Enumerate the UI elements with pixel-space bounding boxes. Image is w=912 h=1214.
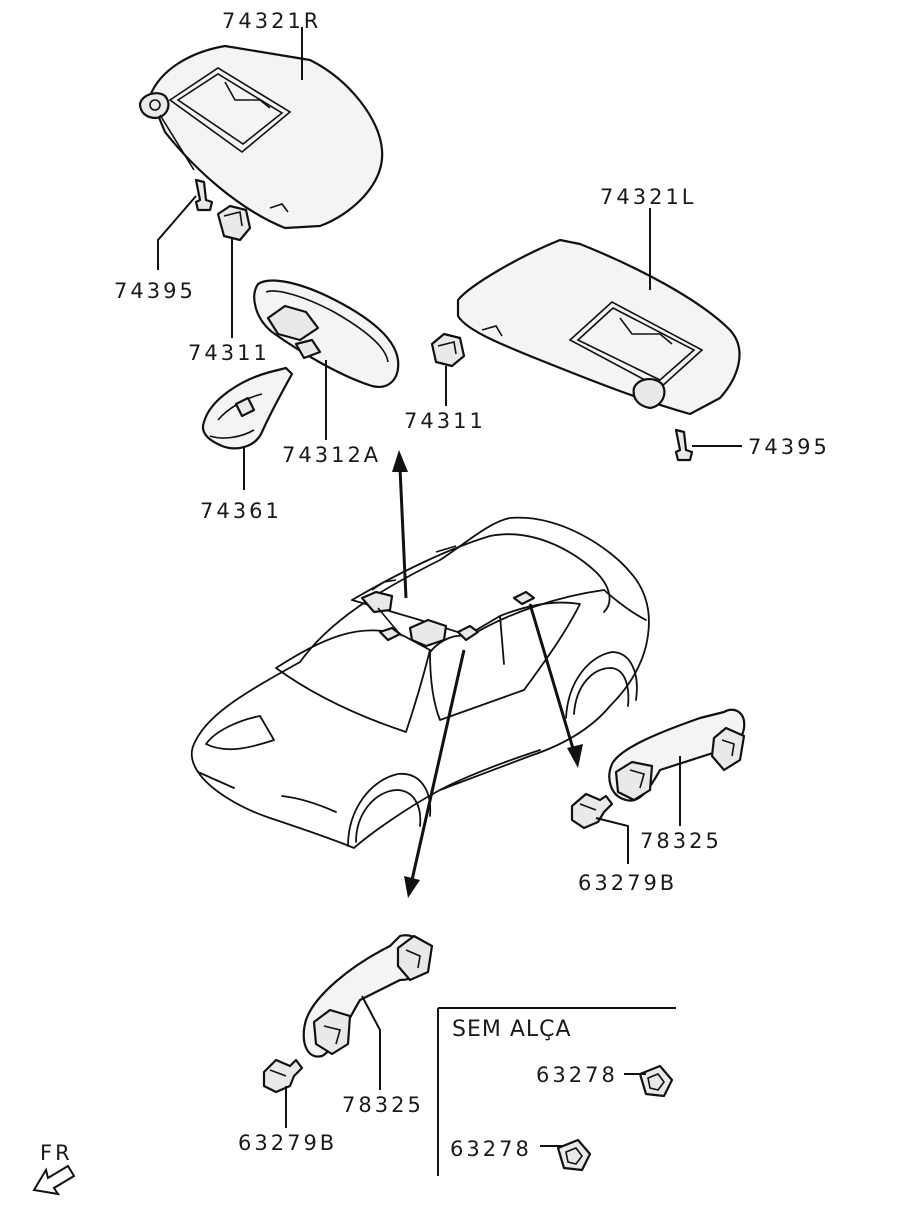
arrow-to-mirror xyxy=(392,450,408,599)
label-63279B-rear: 63279B xyxy=(578,871,677,895)
cap-63278-lower[interactable] xyxy=(556,1138,592,1172)
inset-no-grip: SEM ALÇA 63278 63278 xyxy=(437,1007,676,1176)
label-78325-rear: 78325 xyxy=(640,829,722,853)
car-body xyxy=(190,516,650,849)
front-direction-indicator: FR xyxy=(32,1141,76,1196)
label-74311-right: 74311 xyxy=(188,341,270,365)
sun-visor-right[interactable] xyxy=(138,44,384,230)
label-63278-lower: 63278 xyxy=(450,1137,532,1161)
label-63279B-front: 63279B xyxy=(238,1131,337,1155)
bolt-front[interactable] xyxy=(262,1058,304,1094)
assist-grip-rear[interactable] xyxy=(608,708,746,802)
leader-78325-front xyxy=(361,995,381,1090)
visor-holder-right[interactable] xyxy=(216,204,252,242)
mirror-cover[interactable] xyxy=(201,366,294,450)
screw-right[interactable] xyxy=(194,178,214,212)
label-74321L: 74321L xyxy=(600,185,697,209)
leader-74395-right xyxy=(157,195,197,270)
fr-arrow-icon xyxy=(32,1164,76,1196)
rearview-mirror[interactable] xyxy=(253,279,400,388)
label-74312A: 74312A xyxy=(282,443,381,467)
arrow-to-front-grip xyxy=(404,649,466,898)
label-63278-upper: 63278 xyxy=(536,1063,618,1087)
cap-63278-upper[interactable] xyxy=(638,1064,674,1098)
arrow-to-rear-grip xyxy=(528,603,583,768)
label-78325-front: 78325 xyxy=(342,1093,424,1117)
assist-grip-front[interactable] xyxy=(302,934,434,1058)
leader-screw-link-right xyxy=(159,114,195,171)
label-74311-left: 74311 xyxy=(404,409,486,433)
bolt-rear[interactable] xyxy=(570,792,614,830)
sun-visor-left[interactable] xyxy=(456,238,741,416)
fr-label: FR xyxy=(40,1141,73,1165)
label-74321R: 74321R xyxy=(222,9,321,33)
label-74395-left: 74395 xyxy=(748,435,830,459)
label-74361: 74361 xyxy=(200,499,282,523)
visor-holder-left[interactable] xyxy=(430,332,466,368)
screw-left[interactable] xyxy=(674,428,694,462)
label-74395-right: 74395 xyxy=(114,279,196,303)
inset-title: SEM ALÇA xyxy=(452,1017,572,1042)
leader-63279B-rear xyxy=(595,817,629,864)
